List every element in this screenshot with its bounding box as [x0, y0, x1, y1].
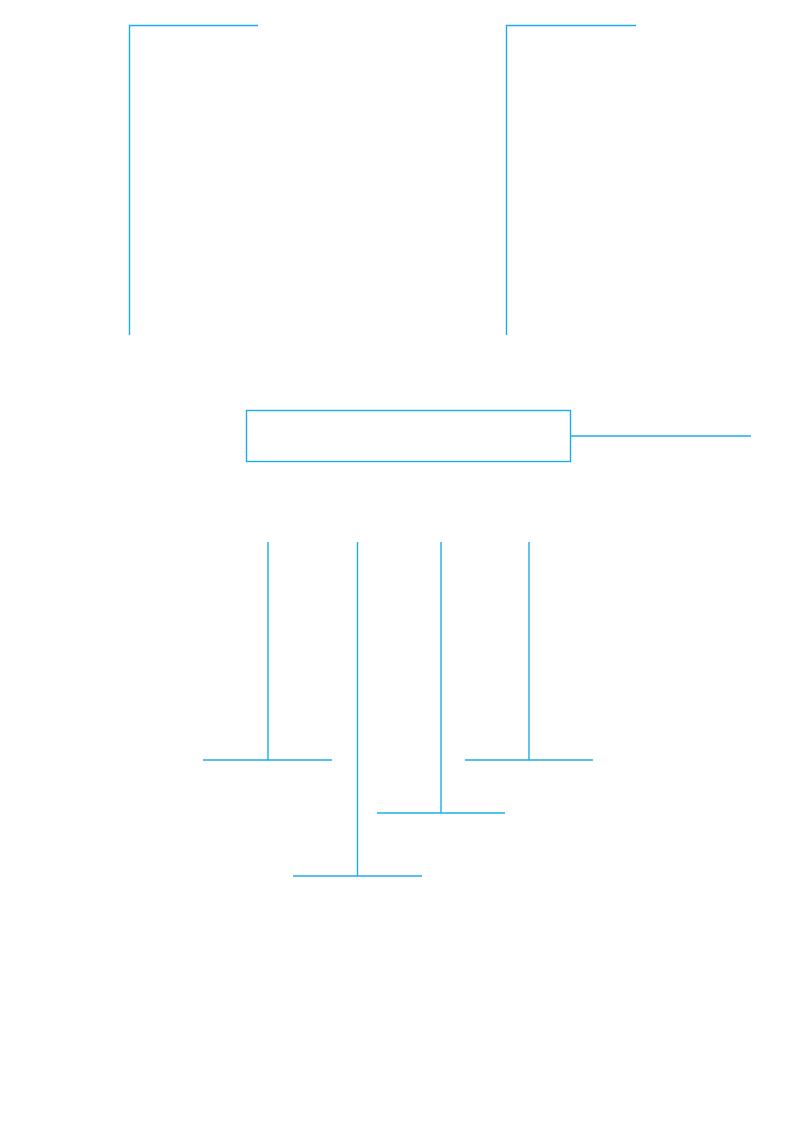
inverted-t-4 [465, 542, 593, 761]
inverted-t-1 [203, 542, 332, 761]
left-bracket [128, 24, 258, 335]
inverted-t-3 [377, 542, 505, 814]
inverted-t-2 [293, 542, 422, 877]
right-bracket [505, 24, 636, 335]
center-box [245, 409, 572, 463]
